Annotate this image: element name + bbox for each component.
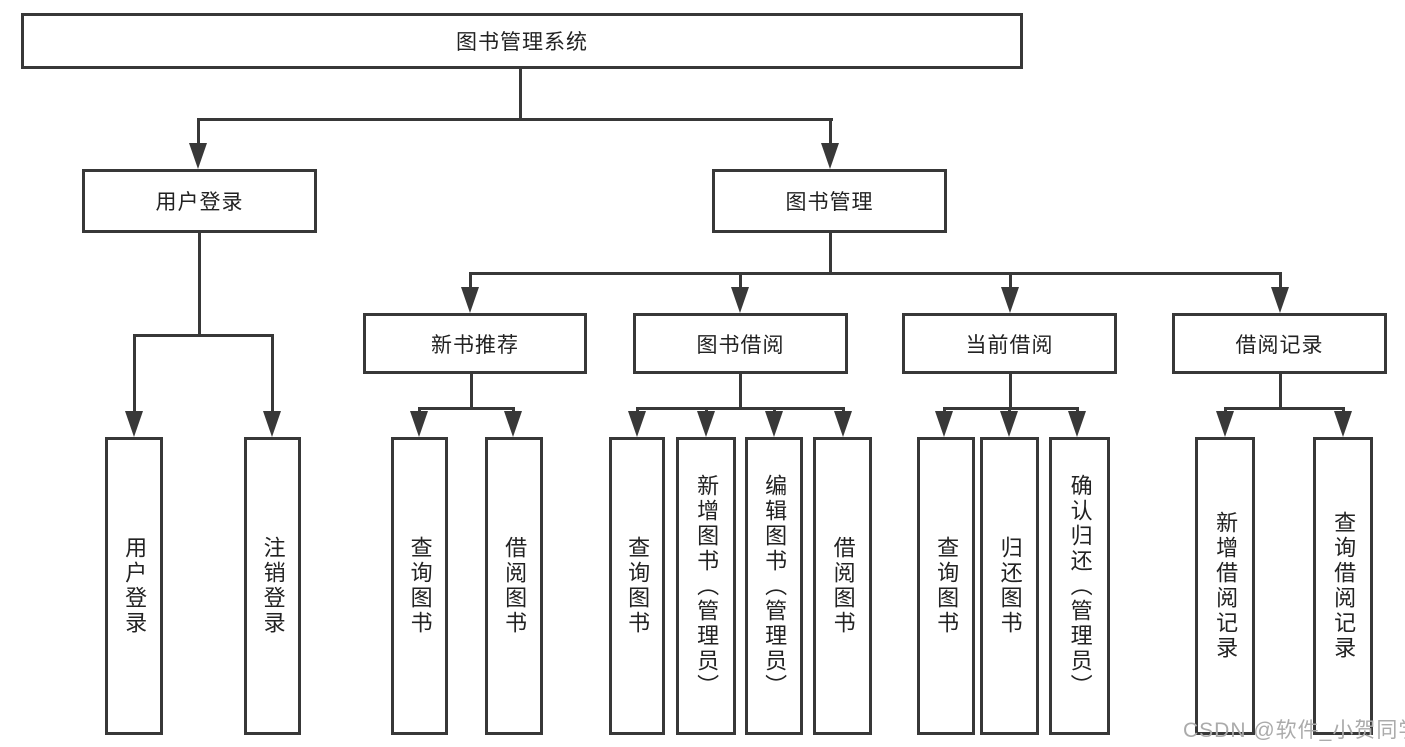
node-query-books-recommend-label: 查询图书 bbox=[407, 536, 433, 636]
node-library-system: 图书管理系统 bbox=[21, 13, 1023, 69]
node-query-borrow-record-label: 查询借阅记录 bbox=[1331, 511, 1357, 661]
connector-borrow-records-stem bbox=[1279, 374, 1282, 409]
node-add-books-admin: 新增图书（管理员） bbox=[676, 437, 736, 735]
node-current-borrowing-label: 当前借阅 bbox=[965, 333, 1054, 357]
connector-user-login-rail bbox=[133, 334, 274, 337]
node-query-books-current-label: 查询图书 bbox=[934, 536, 960, 636]
node-borrowing-records-label: 借阅记录 bbox=[1235, 333, 1324, 357]
connector-login-leaf-drop bbox=[133, 334, 136, 414]
connector-new-book-rail bbox=[418, 407, 515, 410]
node-book-management-label: 图书管理 bbox=[785, 191, 874, 214]
node-query-books-borrowing-label: 查询图书 bbox=[625, 536, 651, 636]
connector-current-borrow-stem bbox=[1009, 374, 1012, 409]
arrowhead-logout-leaf bbox=[263, 411, 281, 437]
connector-new-book-stem bbox=[470, 374, 473, 409]
arrowhead-leaf bbox=[765, 411, 783, 437]
node-borrow-books-label: 借阅图书 bbox=[830, 536, 856, 636]
watermark: CSDN @软件_小贺同学 bbox=[1183, 719, 1405, 742]
arrowhead-book-borrow bbox=[731, 287, 749, 313]
arrowhead-leaf bbox=[1216, 411, 1234, 437]
node-book-borrowing: 图书借阅 bbox=[633, 313, 848, 374]
node-query-books-borrowing: 查询图书 bbox=[609, 437, 665, 735]
connector-level2-rail bbox=[197, 118, 833, 121]
arrowhead-leaf bbox=[504, 411, 522, 437]
arrowhead-borrow-records bbox=[1271, 287, 1289, 313]
arrowhead-leaf bbox=[1068, 411, 1086, 437]
connector-book-borrow-drop bbox=[739, 272, 742, 292]
node-add-books-admin-label: 新增图书（管理员） bbox=[694, 473, 720, 699]
node-borrow-books-recommend-label: 借阅图书 bbox=[502, 536, 528, 636]
node-user-login-action-label: 用户登录 bbox=[122, 536, 148, 636]
node-logout-label: 注销登录 bbox=[260, 536, 286, 636]
node-query-borrow-record: 查询借阅记录 bbox=[1313, 437, 1373, 735]
connector-book-borrow-rail bbox=[636, 407, 845, 410]
node-return-books-label: 归还图书 bbox=[997, 536, 1023, 636]
connector-borrow-records-rail bbox=[1224, 407, 1345, 410]
arrowhead-current-borrow bbox=[1001, 287, 1019, 313]
connector-level3-rail bbox=[469, 272, 1282, 275]
node-confirm-return-admin: 确认归还（管理员） bbox=[1049, 437, 1110, 735]
node-borrow-books-recommend: 借阅图书 bbox=[485, 437, 543, 735]
connector-book-borrow-stem bbox=[739, 374, 742, 409]
arrowhead-leaf bbox=[628, 411, 646, 437]
node-user-login-action: 用户登录 bbox=[105, 437, 163, 735]
node-book-borrowing-label: 图书借阅 bbox=[696, 333, 785, 357]
connector-logout-leaf-drop bbox=[271, 334, 274, 414]
node-edit-books-admin: 编辑图书（管理员） bbox=[745, 437, 803, 735]
node-query-books-recommend: 查询图书 bbox=[391, 437, 448, 735]
arrowhead-leaf bbox=[1000, 411, 1018, 437]
node-library-system-label: 图书管理系统 bbox=[456, 31, 588, 54]
arrowhead-leaf bbox=[1334, 411, 1352, 437]
node-user-login: 用户登录 bbox=[82, 169, 317, 233]
node-new-book-recommend-label: 新书推荐 bbox=[431, 333, 519, 357]
arrowhead-book-mgmt bbox=[821, 143, 839, 169]
node-query-books-current: 查询图书 bbox=[917, 437, 975, 735]
connector-root-stem bbox=[519, 69, 522, 120]
connector-borrow-records-drop bbox=[1279, 272, 1282, 292]
node-current-borrowing: 当前借阅 bbox=[902, 313, 1117, 374]
connector-book-mgmt-drop bbox=[829, 118, 832, 148]
arrowhead-leaf bbox=[935, 411, 953, 437]
connector-user-login-drop bbox=[197, 118, 200, 148]
node-edit-books-admin-label: 编辑图书（管理员） bbox=[762, 473, 788, 699]
connector-current-borrow-rail bbox=[943, 407, 1079, 410]
node-new-book-recommend: 新书推荐 bbox=[363, 313, 587, 374]
node-return-books: 归还图书 bbox=[980, 437, 1039, 735]
node-add-borrow-record-label: 新增借阅记录 bbox=[1213, 511, 1239, 661]
arrowhead-user-login bbox=[189, 143, 207, 169]
node-borrowing-records: 借阅记录 bbox=[1172, 313, 1387, 374]
node-confirm-return-admin-label: 确认归还（管理员） bbox=[1067, 473, 1093, 699]
node-borrow-books: 借阅图书 bbox=[813, 437, 872, 735]
arrowhead-leaf bbox=[697, 411, 715, 437]
node-book-management: 图书管理 bbox=[712, 169, 947, 233]
node-user-login-label: 用户登录 bbox=[155, 191, 244, 214]
connector-current-borrow-drop bbox=[1009, 272, 1012, 292]
connector-book-mgmt-stem bbox=[829, 233, 832, 275]
node-logout: 注销登录 bbox=[244, 437, 301, 735]
arrowhead-leaf bbox=[410, 411, 428, 437]
node-add-borrow-record: 新增借阅记录 bbox=[1195, 437, 1255, 735]
arrowhead-new-book bbox=[461, 287, 479, 313]
arrowhead-login-leaf bbox=[125, 411, 143, 437]
connector-new-book-drop bbox=[469, 272, 472, 292]
arrowhead-leaf bbox=[834, 411, 852, 437]
connector-user-login-stem bbox=[198, 233, 201, 337]
